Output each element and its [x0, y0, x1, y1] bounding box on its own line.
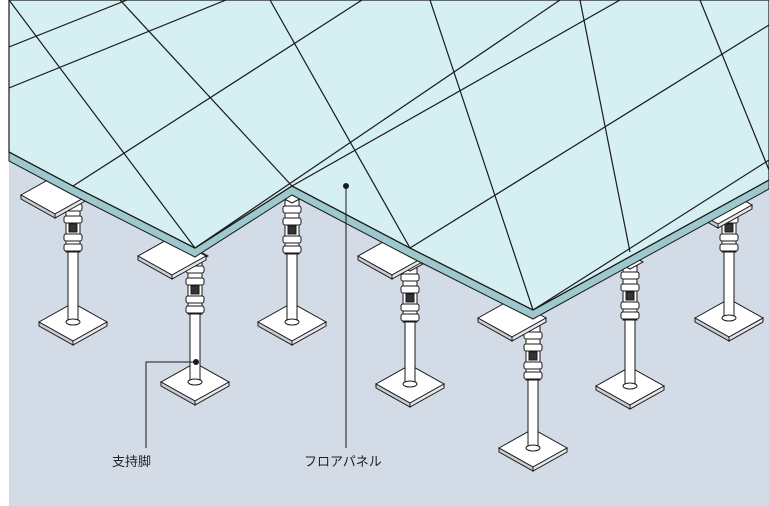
pedestal [159, 248, 231, 406]
panel-seam-line [532, 159, 769, 310]
pedestal [37, 186, 109, 346]
adjust-nut [620, 271, 640, 280]
panel-seam-line [579, 0, 631, 253]
panel-seam-line [9, 0, 128, 48]
adjust-nut [620, 283, 640, 292]
adjust-nut [523, 331, 543, 340]
adjust-nut [523, 361, 543, 370]
column-tube [189, 313, 201, 383]
panel-seam-line [699, 0, 769, 171]
column-foot [721, 314, 737, 322]
adjust-nut [185, 295, 205, 304]
adjust-nut [523, 371, 543, 380]
base-plate-edge [72, 321, 108, 346]
floor-panel-label: フロアパネル [304, 455, 382, 470]
lock-nut [724, 223, 734, 233]
base-plate-edge [194, 381, 230, 406]
adjust-nut [719, 233, 739, 242]
column-foot [622, 382, 638, 390]
column-tube [286, 253, 298, 323]
support-leg-leader-dot [193, 359, 199, 365]
lock-nut [68, 223, 78, 233]
panel-seam-line [119, 0, 293, 187]
adjust-nut [282, 217, 302, 226]
lock-nut [287, 225, 297, 235]
panel-seam-line [291, 0, 621, 187]
lock-nut [405, 293, 415, 303]
adjust-nut [620, 311, 640, 320]
callouts-layer: 支持脚 フロアパネル [112, 183, 382, 470]
adjust-nut [185, 277, 205, 286]
panel-seam-line [429, 0, 534, 310]
pedestal [256, 188, 328, 346]
panel-seam-line [9, 0, 227, 89]
pedestal [497, 314, 569, 472]
column-tube [723, 251, 735, 319]
base-plate-edge [532, 447, 568, 472]
panel-seam-line [269, 0, 411, 249]
base-plate-edge [717, 204, 753, 229]
adjust-nut [620, 301, 640, 310]
adjust-nut [400, 313, 420, 322]
adjust-nut [63, 233, 83, 242]
column-foot [187, 378, 203, 386]
column-foot [284, 318, 300, 326]
column-tube [624, 319, 636, 387]
adjust-nut [400, 285, 420, 294]
base-plate-edge [728, 317, 764, 342]
base-plate-edge [511, 317, 547, 342]
column-tube [67, 251, 79, 323]
panel-seam-line [9, 0, 196, 249]
support-leg-leader-line [145, 361, 196, 448]
base-plate-edge [171, 255, 207, 280]
lock-nut [190, 285, 200, 295]
floor-panel-leader-dot [343, 183, 349, 189]
adjust-nut [523, 343, 543, 352]
column-tube [404, 321, 416, 385]
base-plate-edge [291, 321, 327, 346]
pedestal [594, 254, 666, 410]
lock-nut [625, 291, 635, 301]
base-plate-edge [629, 385, 665, 410]
adjust-nut [719, 243, 739, 252]
adjust-nut [63, 243, 83, 252]
adjust-nut [400, 303, 420, 312]
adjust-nut [400, 273, 420, 282]
lock-nut [528, 351, 538, 361]
adjust-nut [282, 205, 302, 214]
base-plate-edge [409, 383, 445, 408]
column-tube [527, 379, 539, 449]
adjust-nut [282, 245, 302, 254]
panel-seams [9, 0, 769, 310]
panel-seam-line [409, 24, 769, 249]
adjust-nut [185, 305, 205, 314]
column-foot [525, 444, 541, 452]
floor-panel-outline [8, 0, 769, 311]
panel-seam-line [72, 0, 363, 187]
column-foot [402, 380, 418, 388]
panel-seam-line [194, 0, 561, 249]
adjust-nut [63, 215, 83, 224]
column-foot [65, 318, 81, 326]
adjust-nut [282, 235, 302, 244]
support-leg-label: 支持脚 [112, 454, 151, 470]
floor-panel-layer [8, 0, 769, 320]
